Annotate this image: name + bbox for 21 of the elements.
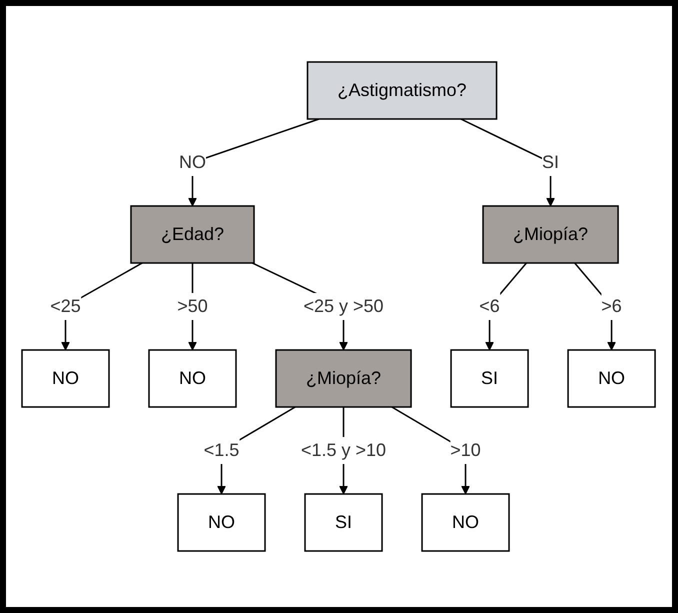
node-box: ¿Miopía? bbox=[482, 205, 620, 264]
edge-label: <25 y >50 bbox=[304, 296, 384, 316]
node-box: NO bbox=[178, 493, 266, 552]
edge-label: SI bbox=[542, 152, 560, 172]
edge-label: >50 bbox=[178, 296, 208, 316]
edge-label: <6 bbox=[480, 296, 500, 316]
node-box: ¿Edad? bbox=[130, 205, 256, 264]
edge-label: >10 bbox=[450, 440, 482, 460]
node-box: SI bbox=[304, 493, 384, 552]
node-box: NO bbox=[568, 349, 656, 408]
node-box: NO bbox=[422, 493, 510, 552]
edge-label: <1.5 bbox=[204, 440, 240, 460]
node-box: NO bbox=[148, 349, 238, 408]
node-box: ¿Astigmatismo? bbox=[307, 61, 498, 120]
edge-label: <1.5 y >10 bbox=[301, 440, 387, 460]
edge-label: NO bbox=[179, 152, 206, 172]
edge-label: >6 bbox=[602, 296, 622, 316]
node-box: NO bbox=[22, 349, 110, 408]
node-box: ¿Miopía? bbox=[276, 349, 412, 408]
edge-label: <25 bbox=[50, 296, 82, 316]
node-box: SI bbox=[450, 349, 530, 408]
